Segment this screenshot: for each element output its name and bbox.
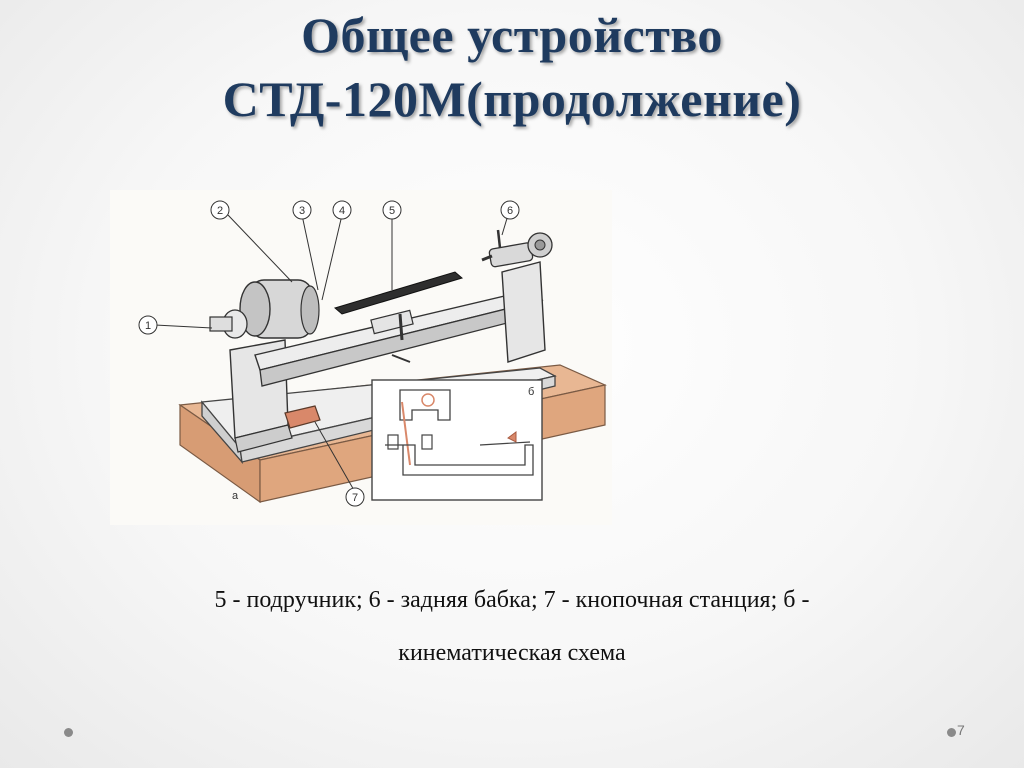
svg-text:1: 1 [145, 320, 151, 332]
svg-text:6: 6 [507, 205, 513, 217]
lathe-illustration: б 1 2 [110, 190, 612, 525]
nav-dot-right [947, 728, 956, 737]
callout-2: 2 [210, 200, 230, 220]
caption-line1: 5 - подручник; 6 - задняя бабка; 7 - кно… [214, 587, 810, 613]
tool-rest [333, 271, 464, 363]
callout-7: 7 [345, 487, 365, 507]
svg-text:5: 5 [389, 205, 395, 217]
tailstock [481, 229, 553, 363]
label-a: а [232, 490, 239, 502]
callout-1: 1 [138, 315, 158, 335]
kinematic-schematic-inset: б [371, 379, 543, 501]
slide-title-line2: СТД-120М(продолжение) [222, 71, 802, 127]
callout-5: 5 [382, 200, 402, 220]
svg-text:3: 3 [299, 205, 305, 217]
svg-text:7: 7 [352, 492, 358, 504]
lathe-drawing: б 1 2 [138, 200, 607, 507]
callout-6: 6 [500, 200, 520, 220]
button-station [284, 405, 321, 429]
callout-4: 4 [332, 200, 352, 220]
nav-dot-left [64, 728, 73, 737]
callouts [154, 214, 509, 493]
svg-text:2: 2 [217, 205, 223, 217]
callout-markers: 1 2 3 4 5 [138, 200, 520, 507]
svg-text:4: 4 [339, 205, 345, 217]
callout-3: 3 [292, 200, 312, 220]
caption-line2: кинематическая схема [398, 640, 626, 666]
label-b: б [528, 386, 534, 398]
page-number: 7 [957, 722, 965, 738]
slide-title-line1: Общее устройство [301, 7, 723, 63]
